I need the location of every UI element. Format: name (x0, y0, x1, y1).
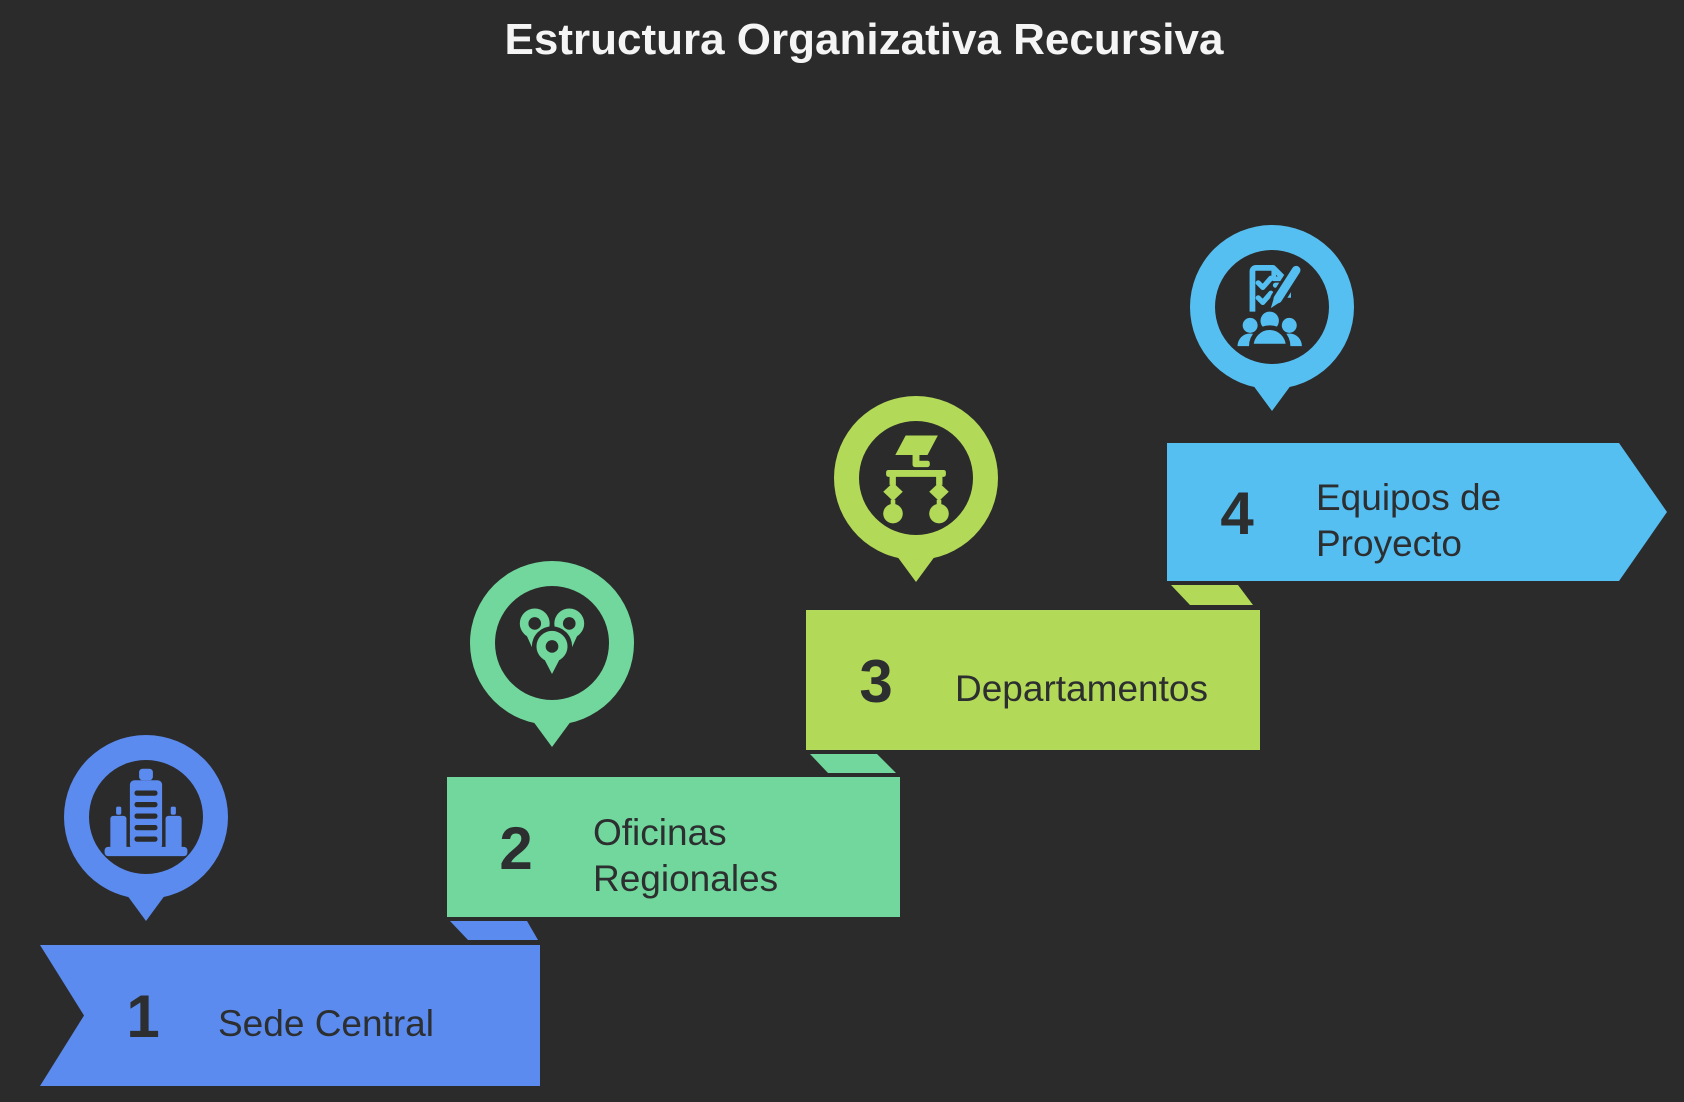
org-left-leaf (883, 503, 903, 524)
org-stem-tick (912, 460, 930, 468)
step-4-label-line1: Equipos de (1316, 477, 1501, 518)
step-2-label-line1: Oficinas (593, 812, 727, 853)
document-outline (1249, 265, 1291, 312)
step-2-label-line2: Regionales (593, 858, 778, 899)
step-1-pin-badge (64, 735, 228, 921)
step-1-banner (40, 945, 540, 1086)
step-2-number: 2 (499, 815, 532, 882)
org-left-drop (889, 475, 896, 485)
check-mark-2 (1255, 290, 1274, 305)
step-1-label: Sede Central (218, 1003, 434, 1044)
person-left-head (1242, 317, 1258, 333)
step-4-pin-badge (1190, 225, 1354, 411)
step-4-banner (1167, 443, 1667, 581)
back-right-pin-hole (562, 617, 576, 630)
org-root-node (895, 435, 938, 455)
person-center-body (1248, 325, 1291, 349)
org-right-leaf (929, 503, 949, 524)
building-icon (104, 768, 188, 857)
org-left-diamond (883, 482, 903, 501)
front-pin-tail (543, 657, 561, 675)
building-roof-cap (139, 768, 153, 781)
back-left-pin-hole (528, 617, 542, 630)
building-base (104, 846, 188, 857)
org-left-stem (890, 499, 896, 507)
org-chart-icon (883, 435, 949, 524)
step-3-pin-badge (834, 396, 998, 582)
document-fold-corner (1271, 268, 1285, 282)
map-pins-icon (519, 608, 585, 678)
check-mark-1 (1255, 275, 1274, 291)
org-right-drop (936, 475, 943, 485)
pencil-tip (1270, 296, 1282, 309)
org-right-stem (936, 499, 942, 507)
step-3-banner (806, 610, 1260, 750)
step-2-fold (810, 754, 896, 773)
step-2-pin-badge (470, 561, 634, 747)
step-4-number: 4 (1220, 480, 1254, 547)
team-checklist-icon (1237, 262, 1304, 349)
step-3-fold (1171, 585, 1253, 605)
step-1-number: 1 (126, 983, 159, 1050)
front-pin-hole (545, 640, 559, 653)
pencil-icon (1273, 265, 1301, 304)
step-2: 2 Oficinas Regionales (447, 561, 900, 917)
building-left-vent (116, 806, 122, 815)
org-branch-bar (886, 469, 946, 477)
step-3: 3 Departamentos (806, 396, 1260, 750)
org-right-diamond (929, 482, 949, 501)
building-right-wing (165, 815, 182, 850)
building-right-vent (170, 806, 176, 815)
step-4: 4 Equipos de Proyecto (1167, 225, 1667, 581)
diagram-title: Estructura Organizativa Recursiva (505, 15, 1224, 64)
building-left-wing (110, 815, 127, 850)
step-1-fold (450, 921, 538, 940)
building-window-slits (134, 790, 158, 842)
person-center-head (1260, 311, 1279, 330)
step-3-number: 3 (859, 648, 892, 715)
step-3-label: Departamentos (955, 668, 1208, 709)
person-right-head (1281, 317, 1297, 333)
step-1: 1 Sede Central (40, 735, 540, 1086)
step-4-label-line2: Proyecto (1316, 523, 1462, 564)
org-root-stem (912, 455, 920, 464)
step-2-banner (447, 777, 900, 917)
